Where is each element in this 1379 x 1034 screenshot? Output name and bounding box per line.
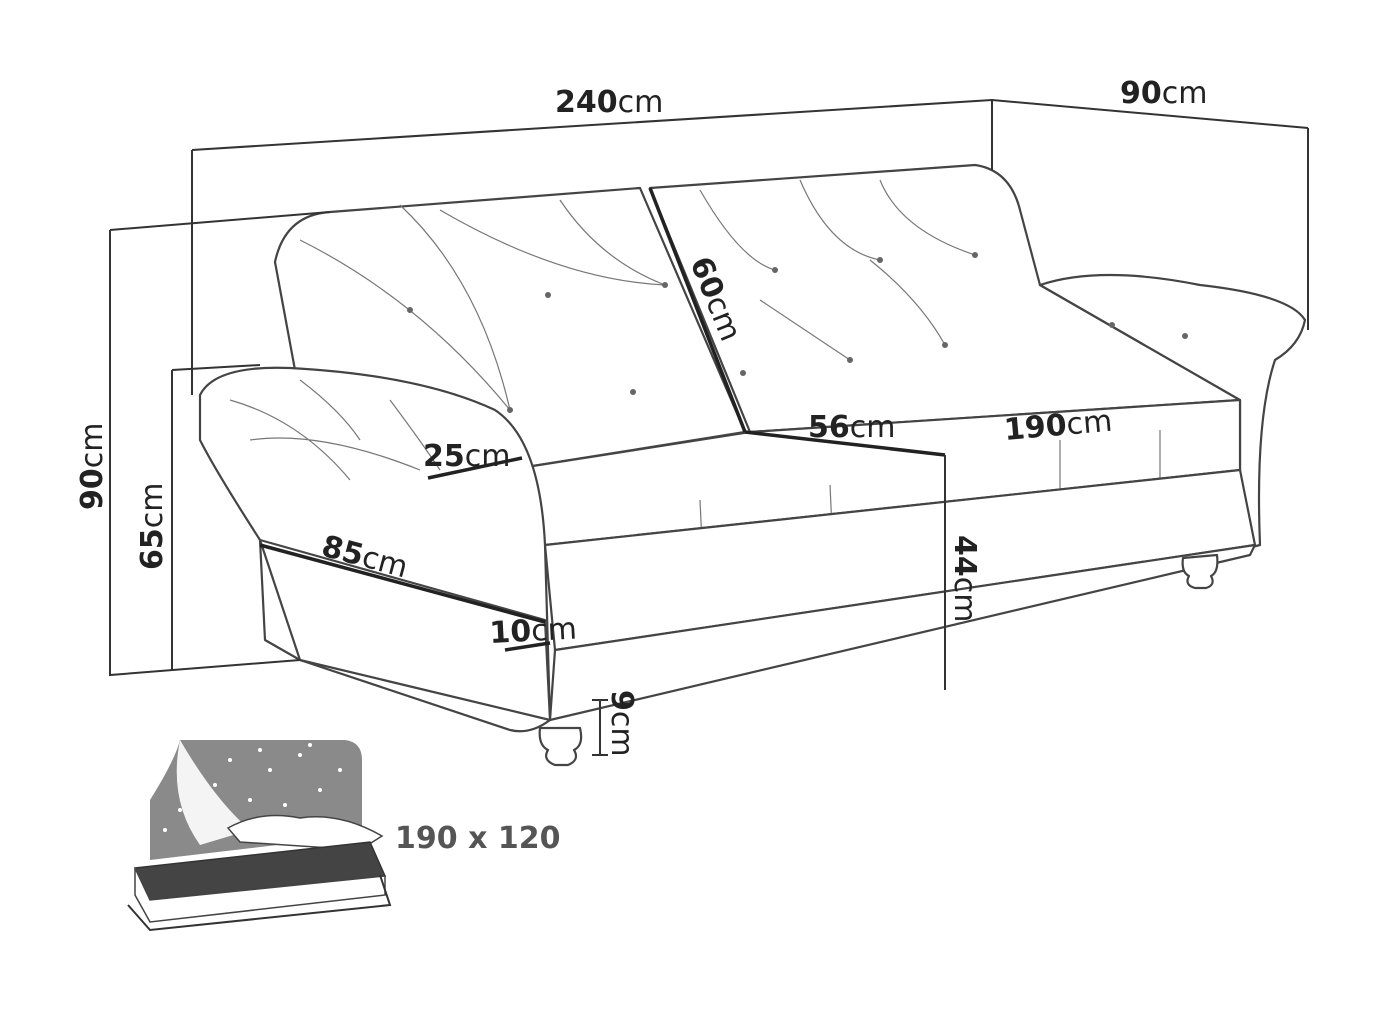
leg-front xyxy=(538,726,583,767)
label-armrest-height: 65cm xyxy=(135,483,170,570)
leg-right xyxy=(1181,553,1219,590)
label-armrest-width: 25cm xyxy=(423,439,510,474)
label-width: 240cm xyxy=(555,85,663,120)
dimension-labels: 240cm 90cm 90cm 65cm 60cm 25cm 56cm 190c… xyxy=(75,76,1207,757)
sofa-illustration xyxy=(198,163,1307,767)
sleeping-function-icon: 190 x 120 xyxy=(127,740,560,932)
dimension-lines xyxy=(109,98,1309,756)
label-seat-depth: 56cm xyxy=(808,410,895,445)
label-height: 90cm xyxy=(75,423,110,510)
label-base-height: 10cm xyxy=(489,611,578,651)
label-leg-height: 9cm xyxy=(604,690,639,757)
label-seat-width: 190cm xyxy=(1003,404,1114,448)
sleeping-area-label: 190 x 120 xyxy=(395,821,560,856)
label-seat-height: 44cm xyxy=(947,535,982,622)
label-depth: 90cm xyxy=(1120,76,1207,111)
armrest-right xyxy=(1038,273,1307,552)
